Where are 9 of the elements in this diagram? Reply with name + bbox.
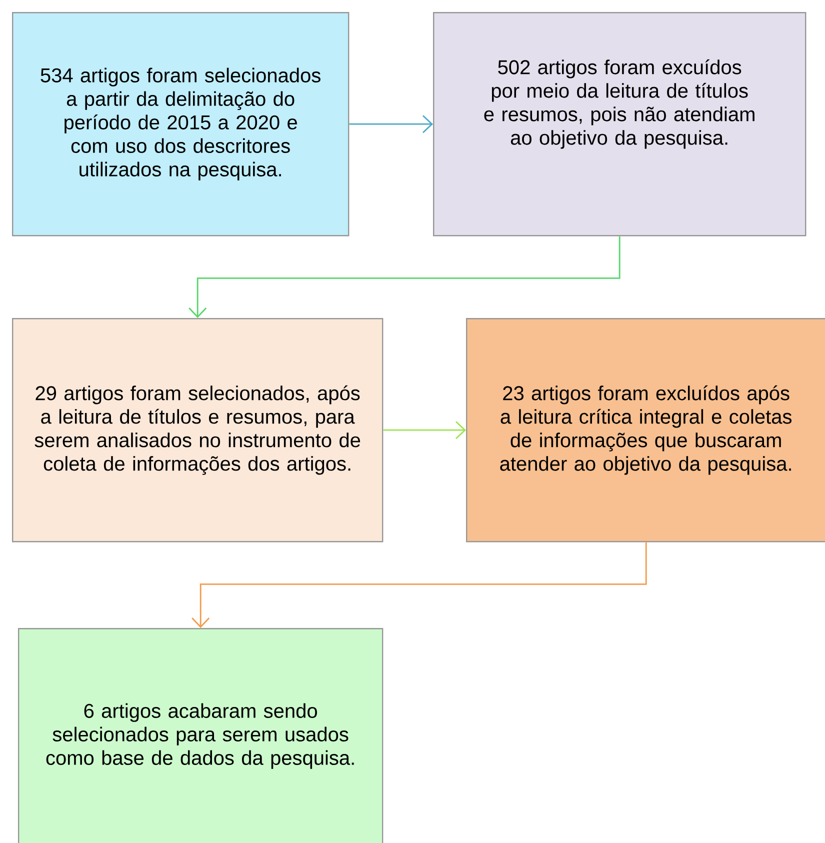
arrow	[349, 115, 433, 134]
process-box: 502 artigos foram excuídos por meio da leitura de títulos e resumos, pois não atendiam ao objetivo da pesquisa.	[433, 12, 806, 236]
process-box: 534 artigos foram selecionados a partir da delimitação do período de 2015 a 2020 e com uso dos descritores utilizados na pesquisa.	[12, 12, 350, 236]
arrow	[188, 236, 620, 318]
arrow	[383, 421, 466, 440]
process-box: 29 artigos foram selecionados, após a leitura de títulos e resumos, para serem analisados no instrumento de coleta de informações dos artigos.	[12, 318, 384, 542]
process-box: 6 artigos acabaram sendo selecionados para serem usados como base de dados da pesquisa.	[18, 628, 384, 843]
process-box: 23 artigos foram excluídos após a leitura crítica integral e coletas de informações que buscaram atender ao objetivo da pesquisa.	[466, 318, 825, 542]
arrow	[192, 542, 647, 628]
